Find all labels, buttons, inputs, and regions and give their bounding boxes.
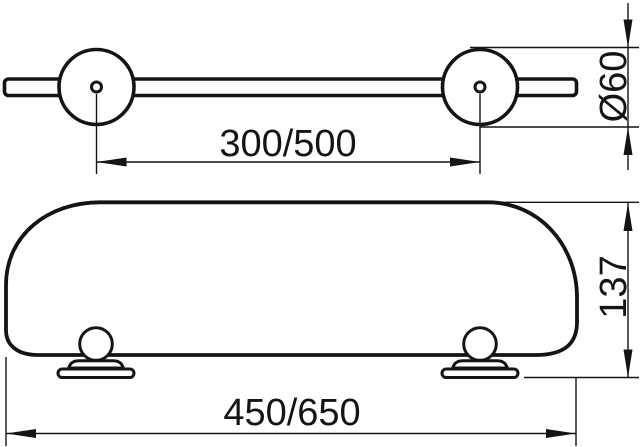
right-post-center-dot (473, 80, 487, 94)
dimension-label-shelf-width: 450/650 (223, 392, 360, 434)
dimension-label-shelf-height: 137 (593, 255, 635, 318)
arrowhead-right (450, 157, 480, 167)
dimension-shelf-width: 450/650 (5, 357, 577, 446)
top-view (2, 47, 579, 127)
arrowhead-down (623, 19, 633, 48)
left-post-center-dot (90, 80, 103, 94)
arrowhead-left (6, 429, 36, 438)
arrowhead-left (96, 157, 127, 167)
rail-bar (2, 77, 579, 98)
dimension-post-diameter: Ø60 (470, 3, 639, 170)
dimension-mount-spacing: 300/500 (95, 94, 481, 174)
arrowhead-down (623, 349, 633, 378)
dimension-label-mount-spacing: 300/500 (219, 123, 356, 165)
arrowhead-up (623, 203, 633, 231)
arrowhead-right (546, 429, 576, 438)
dimension-label-post-diameter: Ø60 (593, 51, 635, 123)
shelf-outline (4, 200, 579, 357)
arrowhead-up (623, 127, 633, 155)
front-view (4, 200, 579, 379)
dimension-shelf-height: 137 (490, 201, 639, 379)
